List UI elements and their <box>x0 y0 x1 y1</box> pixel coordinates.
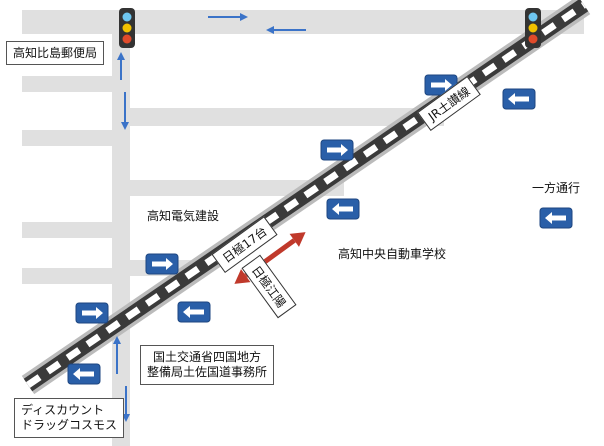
one-way-legend-sign-icon <box>539 207 573 229</box>
post-office-label: 高知比島郵便局 <box>6 41 105 65</box>
kokudo-office-line1: 国土交通省四国地方 <box>153 350 262 364</box>
one-way-arrow-sign-icon <box>75 302 109 324</box>
one-way-legend-label: 一方通行 <box>532 181 581 195</box>
kokudo-office-line2: 整備局土佐国道事務所 <box>147 365 268 379</box>
jidosha-school-label: 高知中央自動車学校 <box>338 247 447 261</box>
discount-drug-line2: ドラッグコスモス <box>21 418 118 432</box>
flow-arrow-icon <box>121 92 129 130</box>
one-way-arrow-sign-icon <box>320 139 354 161</box>
road-side-4 <box>22 268 112 284</box>
discount-drug-line1: ディスカウント <box>21 403 105 417</box>
road-side-2 <box>22 130 112 146</box>
road-side-3 <box>22 222 112 238</box>
traffic-light-icon <box>525 8 541 48</box>
flow-arrows <box>113 13 306 422</box>
flow-arrow-icon <box>266 26 306 34</box>
kokudo-office-label: 国土交通省四国地方 整備局土佐国道事務所 <box>140 345 275 385</box>
one-way-arrow-sign-icon <box>67 363 101 385</box>
road-branch-2 <box>130 180 344 196</box>
road-branch-1 <box>130 108 444 126</box>
one-way-arrow-sign-icon <box>326 198 360 220</box>
denki-label: 高知電気建設 <box>147 209 220 223</box>
discount-drug-label: ディスカウント ドラッグコスモス <box>14 398 125 438</box>
one-way-arrow-sign-icon <box>177 301 211 323</box>
flow-arrow-icon <box>208 13 248 21</box>
traffic-light-icon <box>119 8 135 48</box>
road-side-1 <box>22 76 112 92</box>
roads <box>22 10 584 446</box>
flow-arrow-icon <box>117 52 125 80</box>
one-way-arrow-sign-icon <box>145 253 179 275</box>
flow-arrow-icon <box>113 336 121 374</box>
one-way-arrow-sign-icon <box>502 88 536 110</box>
railway <box>21 0 591 395</box>
